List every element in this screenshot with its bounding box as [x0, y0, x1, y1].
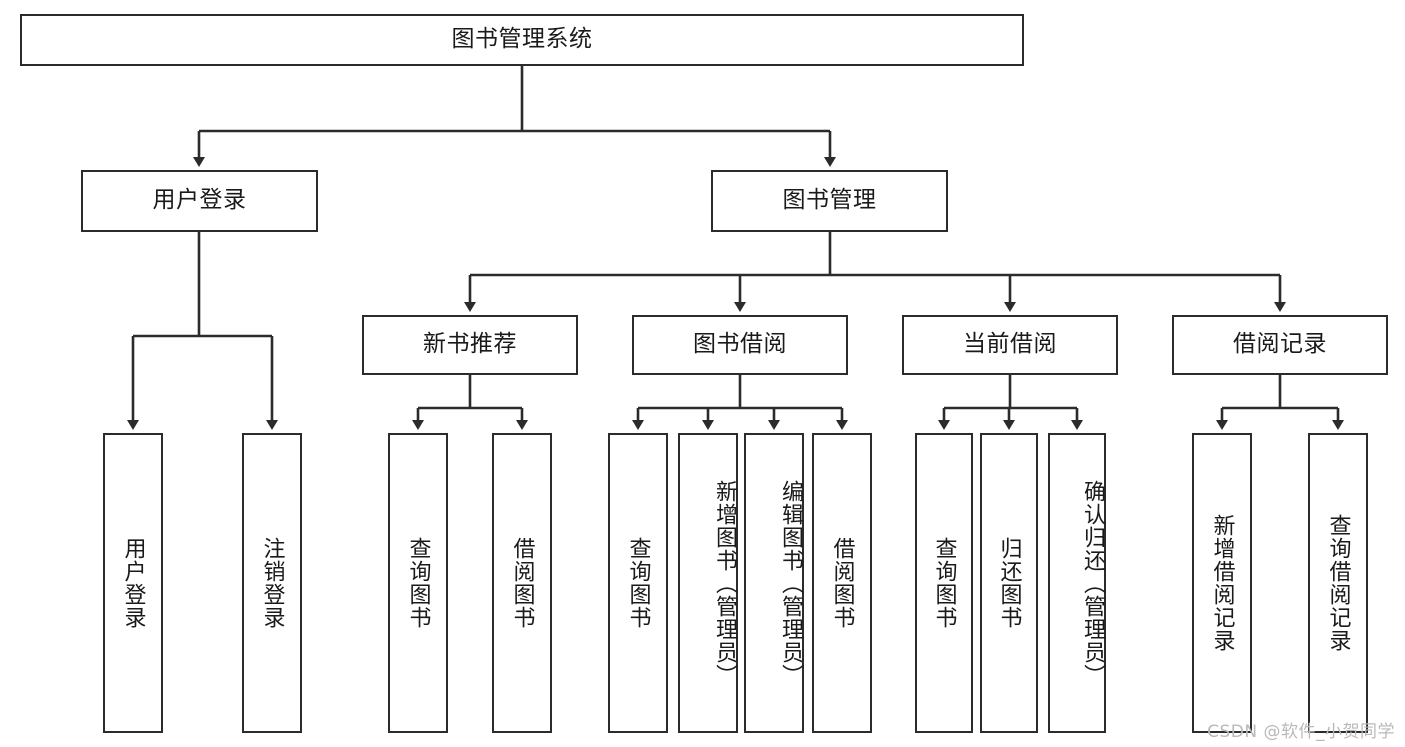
leaf-edit-book-label: 编辑图书（管理员）	[778, 479, 803, 687]
leaf-borrow-book-1-label: 借阅图书	[509, 537, 535, 629]
leaf-query-book-1-label: 查询图书	[405, 537, 431, 629]
node-root-label: 图书管理系统	[451, 26, 593, 53]
leaf-edit-book[interactable]: 编辑图书（管理员）	[744, 433, 804, 733]
leaf-logout[interactable]: 注销登录	[242, 433, 302, 733]
leaf-query-book-2-label: 查询图书	[625, 537, 651, 629]
leaf-return-book-label: 归还图书	[996, 537, 1022, 629]
node-book-manage[interactable]: 图书管理	[711, 170, 948, 232]
leaf-confirm-return[interactable]: 确认归还（管理员）	[1048, 433, 1106, 733]
leaf-add-record-label: 新增借阅记录	[1209, 514, 1235, 652]
node-root[interactable]: 图书管理系统	[20, 14, 1024, 66]
node-user-login-label: 用户登录	[152, 187, 247, 214]
leaf-query-book-2[interactable]: 查询图书	[608, 433, 668, 733]
node-new-book-rec-label: 新书推荐	[423, 331, 517, 358]
leaf-add-record[interactable]: 新增借阅记录	[1192, 433, 1252, 733]
node-current-borrow-label: 当前借阅	[963, 331, 1057, 358]
node-book-borrow-label: 图书借阅	[693, 331, 787, 358]
node-borrow-record-label: 借阅记录	[1233, 331, 1327, 358]
node-book-borrow[interactable]: 图书借阅	[632, 315, 848, 375]
leaf-user-login-label: 用户登录	[120, 537, 146, 629]
leaf-return-book[interactable]: 归还图书	[980, 433, 1038, 733]
node-current-borrow[interactable]: 当前借阅	[902, 315, 1118, 375]
leaf-query-record[interactable]: 查询借阅记录	[1308, 433, 1368, 733]
leaf-query-book-1[interactable]: 查询图书	[388, 433, 448, 733]
node-new-book-rec[interactable]: 新书推荐	[362, 315, 578, 375]
leaf-confirm-return-label: 确认归还（管理员）	[1080, 479, 1105, 687]
leaf-borrow-book-2-label: 借阅图书	[829, 537, 855, 629]
node-book-manage-label: 图书管理	[782, 187, 877, 214]
leaf-borrow-book-1[interactable]: 借阅图书	[492, 433, 552, 733]
leaf-add-book-label: 新增图书（管理员）	[712, 479, 737, 687]
leaf-query-book-3-label: 查询图书	[931, 537, 957, 629]
leaf-borrow-book-2[interactable]: 借阅图书	[812, 433, 872, 733]
watermark: CSDN @软件_小贺同学	[1207, 722, 1395, 742]
leaf-add-book[interactable]: 新增图书（管理员）	[678, 433, 738, 733]
node-borrow-record[interactable]: 借阅记录	[1172, 315, 1388, 375]
leaf-query-record-label: 查询借阅记录	[1325, 514, 1351, 652]
node-user-login[interactable]: 用户登录	[81, 170, 318, 232]
leaf-logout-label: 注销登录	[259, 537, 285, 629]
leaf-query-book-3[interactable]: 查询图书	[915, 433, 973, 733]
leaf-user-login[interactable]: 用户登录	[103, 433, 163, 733]
